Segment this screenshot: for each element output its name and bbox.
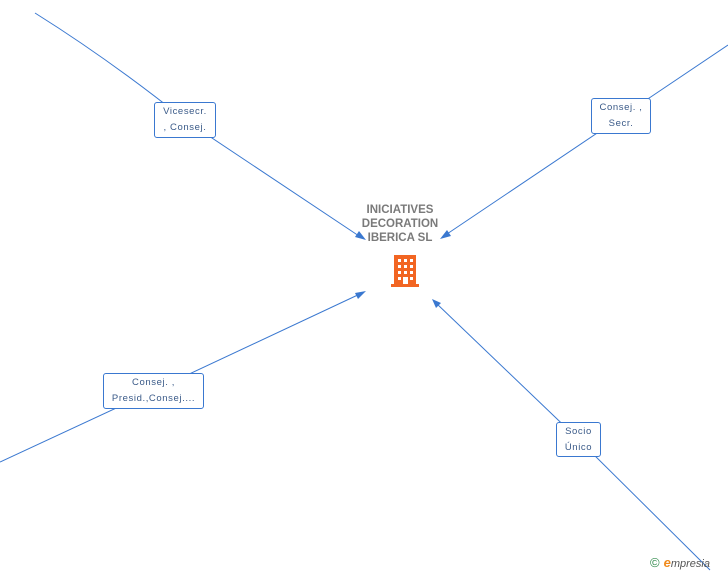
edges — [0, 12, 728, 571]
company-name-line-3: IBERICA SL — [367, 232, 433, 244]
role-bottom-right-line-2: Único — [564, 442, 593, 453]
company-name[interactable]: INICIATIVES DECORATION IBERICA SL — [350, 203, 450, 245]
building-icon[interactable] — [389, 253, 421, 288]
role-top-right-line-2: Secr. — [608, 118, 634, 129]
company-name-line-2: DECORATION — [361, 218, 439, 230]
role-bottom-right-line-1: Socio — [565, 426, 592, 437]
copyright-icon: © — [650, 555, 660, 570]
role-box-bottom-left[interactable]: Consej. , Presid.,Consej.... — [103, 373, 204, 409]
brand-e-mark: e — [663, 555, 671, 570]
role-bottom-left-line-1: Consej. , — [132, 377, 175, 388]
role-top-right-line-1: Consej. , — [599, 102, 643, 113]
arrowhead-bottom-left — [355, 291, 366, 299]
arrowhead-bottom-right — [432, 299, 441, 308]
role-top-left-line-2: , Consej. — [163, 122, 207, 133]
empresia-brand[interactable]: ©empresia — [650, 555, 710, 570]
role-box-top-left[interactable]: Vicesecr. , Consej. — [154, 102, 216, 138]
edge-top-right — [443, 44, 728, 237]
role-top-left-line-1: Vicesecr. — [163, 106, 207, 117]
brand-name-rest: mpresia — [670, 558, 710, 570]
arrowhead-top-left — [355, 231, 366, 240]
role-box-top-right[interactable]: Consej. , Secr. — [591, 98, 651, 134]
role-box-bottom-right[interactable]: Socio Único — [556, 422, 601, 457]
role-bottom-left-line-2: Presid.,Consej.... — [111, 393, 196, 404]
company-node[interactable]: INICIATIVES DECORATION IBERICA SL — [350, 203, 450, 245]
company-name-line-1: INICIATIVES — [366, 204, 434, 216]
arrowhead-top-right — [440, 230, 451, 239]
